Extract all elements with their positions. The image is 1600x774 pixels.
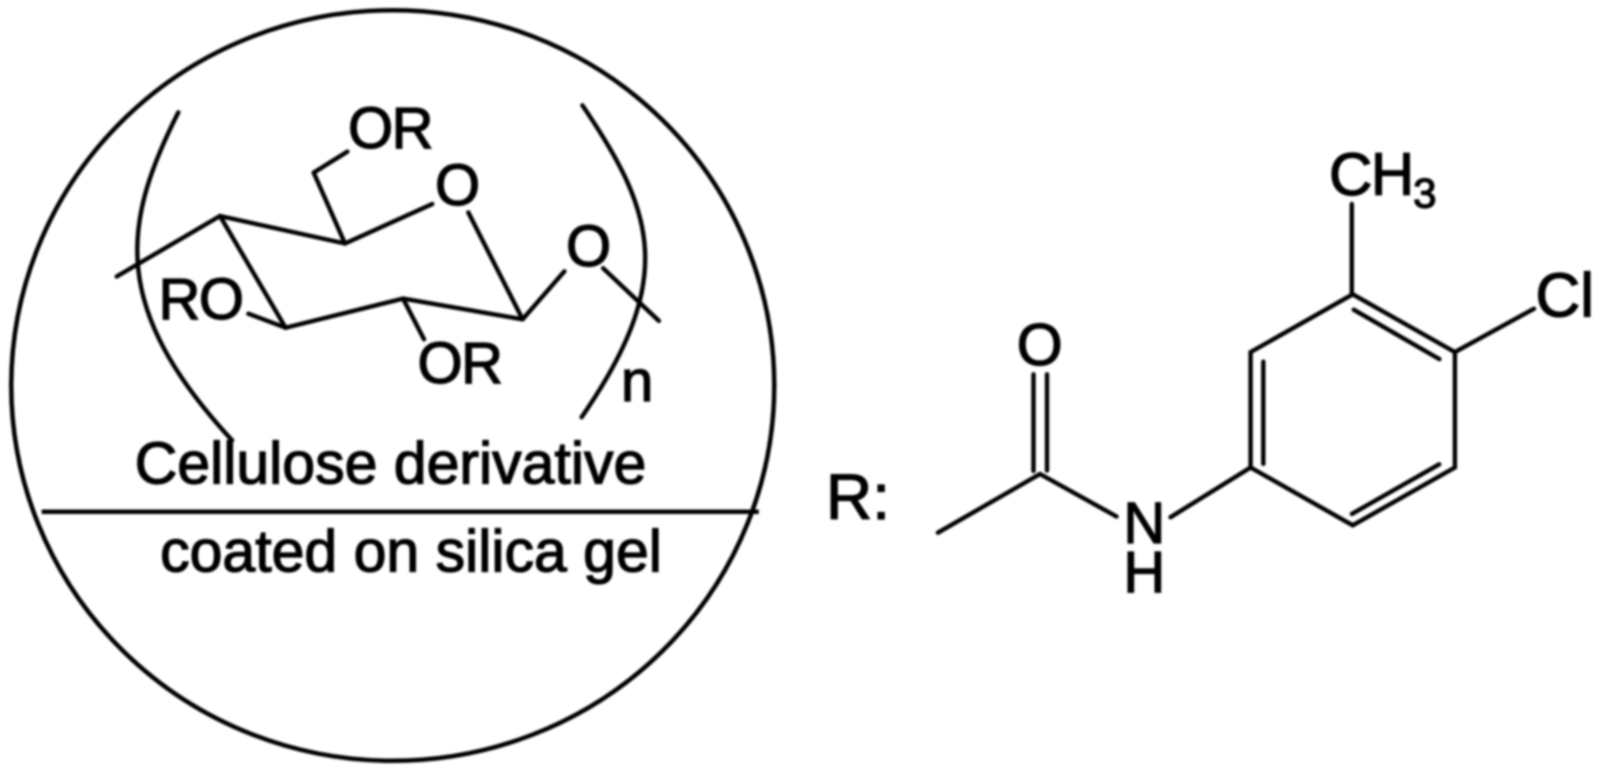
svg-text:CH3: CH3	[1329, 141, 1435, 217]
svg-text:O: O	[566, 214, 611, 279]
svg-text:O: O	[1017, 312, 1063, 378]
svg-text:RO: RO	[159, 267, 243, 332]
svg-text:n: n	[621, 349, 653, 414]
svg-text:OR: OR	[418, 331, 502, 396]
svg-text:R:: R:	[826, 461, 890, 533]
svg-text:N: N	[1123, 491, 1165, 556]
svg-text:H: H	[1123, 540, 1165, 605]
svg-text:Cl: Cl	[1536, 262, 1595, 331]
svg-text:coated on silica gel: coated on silica gel	[160, 519, 662, 585]
svg-text:O: O	[435, 153, 480, 218]
svg-text:Cellulose derivative: Cellulose derivative	[135, 431, 647, 497]
svg-text:OR: OR	[348, 96, 432, 161]
